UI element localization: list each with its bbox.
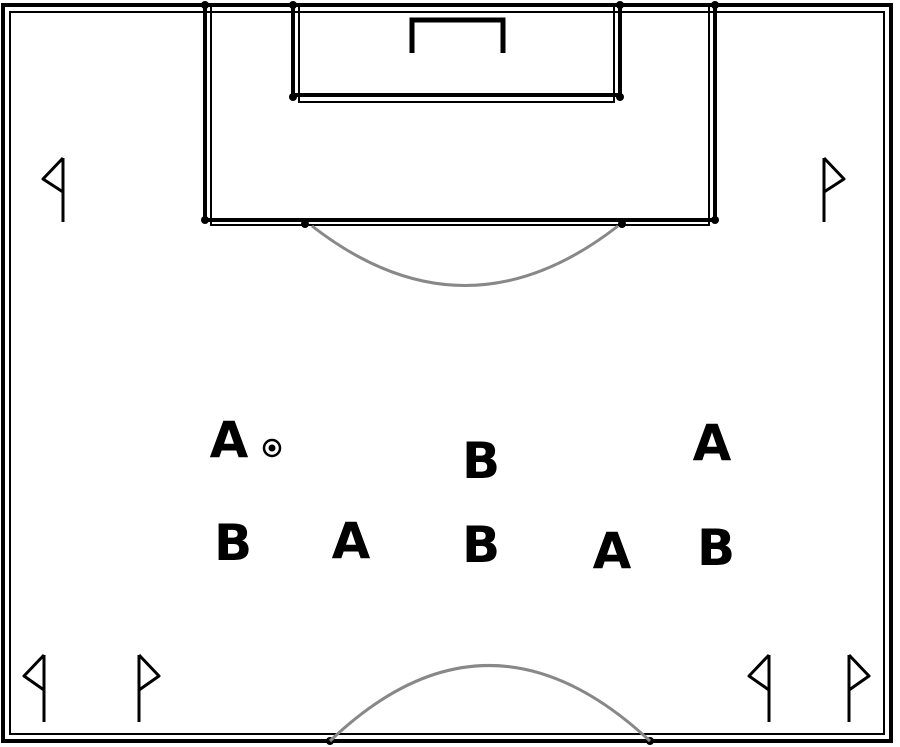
penalty-area [203, 3, 717, 226]
junction-dot [616, 1, 624, 9]
player-b-marker: B [697, 519, 735, 577]
outer-touchline [1, 3, 893, 743]
junction-dot [711, 1, 719, 9]
goal-inner [418, 26, 497, 53]
flag-icon [847, 653, 871, 722]
player-a-marker: A [210, 411, 249, 469]
player-a-marker: A [332, 512, 371, 570]
player-a-marker: A [593, 522, 632, 580]
six-yard-box-inner [298, 4, 615, 103]
junction-dot [616, 93, 624, 101]
player-a-marker: A [693, 414, 732, 472]
flag-icon [41, 156, 65, 222]
junction-dot [301, 220, 309, 228]
junction-dot [711, 216, 719, 224]
goal [409, 17, 506, 53]
junction-dot [289, 1, 297, 9]
junction-dot [289, 93, 297, 101]
player-b-marker: B [462, 516, 500, 574]
pitch-boundary [1, 3, 893, 743]
flags [22, 156, 871, 722]
centre-circle-arc [328, 664, 652, 743]
inner-touchline [9, 11, 885, 735]
flag-icon [822, 156, 846, 222]
player-b-marker: B [462, 432, 500, 490]
player-b-marker: B [214, 514, 252, 572]
line-junctions [201, 1, 719, 745]
penalty-box-inner [210, 4, 710, 226]
junction-dot [201, 1, 209, 9]
players: A B A B A B B A B [208, 410, 736, 582]
junction-dot [201, 216, 209, 224]
junction-dot [618, 220, 626, 228]
flag-icon [22, 653, 46, 722]
flag-icon [747, 653, 771, 722]
flag-icon [137, 653, 161, 722]
goal-area [291, 3, 622, 103]
penalty-box-outer [203, 3, 717, 222]
ball-icon [262, 438, 282, 458]
penalty-arc [311, 224, 619, 287]
